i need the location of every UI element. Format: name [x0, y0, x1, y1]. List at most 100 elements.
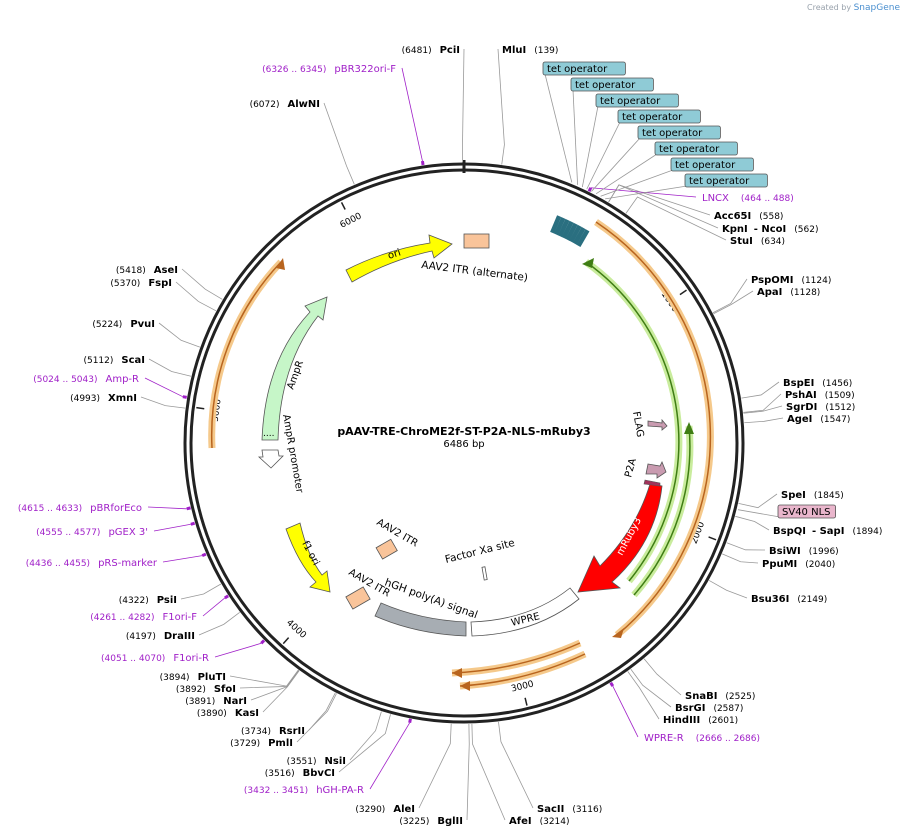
site-coord: (3894) — [160, 673, 190, 683]
site-label-fspi[interactable]: (5370)FspI — [110, 278, 172, 289]
site-label-pcii[interactable]: (6481)PciI — [402, 45, 460, 56]
primer-label-lncx[interactable]: LNCX(464 .. 488) — [702, 193, 794, 204]
site-label-psii[interactable]: (4322)PsiI — [119, 595, 177, 606]
site-label-pshai[interactable]: PshAI(1509) — [785, 390, 855, 401]
primer-label-pgex-3[interactable]: (4555 .. 4577)pGEX 3' — [36, 527, 148, 538]
site-name: BspEI — [783, 378, 814, 389]
site-label-bsiwi[interactable]: BsiWI(1996) — [769, 546, 839, 557]
site-label-snabi[interactable]: SnaBI(2525) — [685, 691, 755, 702]
site-label-bspei[interactable]: BspEI(1456) — [783, 378, 852, 389]
site-label-xmni[interactable]: (4993)XmnI — [70, 393, 137, 404]
site-label-scai[interactable]: (5112)ScaI — [83, 355, 145, 366]
restriction-sites: (6481)PciI MluI(139) Acc65I(558) KpnI- NcoI… — [70, 45, 882, 827]
primer-label-hgh-pa-r[interactable]: (3432 .. 3451)hGH-PA-R — [244, 785, 364, 796]
primer-label-prs-marker[interactable]: (4436 .. 4455)pRS-marker — [26, 558, 158, 569]
site-label-sgrdi[interactable]: SgrDI(1512) — [786, 402, 855, 413]
site-label-bsu36i[interactable]: Bsu36I(2149) — [751, 594, 827, 605]
site-leader-pspomi — [712, 278, 748, 314]
primer-leader-f1ori-r — [214, 642, 262, 658]
site-label-rsrii[interactable]: (3734)RsrII — [241, 726, 305, 737]
site-label-apai[interactable]: ApaI(1128) — [757, 287, 820, 298]
primer-label-f1ori-f[interactable]: (4261 .. 4282)F1ori-F — [90, 612, 197, 623]
orf-arc-right-outer-core — [595, 221, 712, 636]
primer-label-pbrforeco[interactable]: (4615 .. 4633)pBRforEco — [18, 503, 142, 514]
tet-operator-bar — [572, 226, 586, 245]
boxed-label-sv40-nls[interactable]: SV40 NLS — [782, 507, 831, 518]
boxed-label-tet-operator[interactable]: tet operator — [575, 80, 636, 91]
site-label-nari[interactable]: (3891)NarI — [185, 696, 247, 707]
boxed-label-tet-operator[interactable]: tet operator — [659, 144, 720, 155]
feature-hgh-polya: hGH poly(A) signal — [374, 577, 479, 637]
site-label-agei[interactable]: AgeI(1547) — [787, 414, 850, 425]
site-label-hindiii[interactable]: HindIII(2601) — [663, 715, 738, 726]
primer-range: (4436 .. 4455) — [26, 559, 90, 569]
site-label-pluti[interactable]: (3894)PluTI — [160, 672, 226, 683]
primer-name: Amp-R — [106, 374, 140, 385]
site-name: PspOMI — [751, 275, 793, 286]
site-label-kpni[interactable]: KpnI- NcoI(562) — [722, 224, 818, 235]
primer-leader-amp-r — [144, 377, 183, 398]
site-leader-kpni — [608, 184, 719, 229]
boxed-label-tet-operator[interactable]: tet operator — [675, 160, 736, 171]
site-leader-bspei — [741, 381, 780, 399]
primer-label-amp-r[interactable]: (5024 .. 5043)Amp-R — [33, 374, 139, 385]
site-name: PsiI — [157, 595, 177, 606]
site-label-kasi[interactable]: (3890)KasI — [197, 708, 259, 719]
site-label-mlui[interactable]: MluI(139) — [502, 45, 558, 56]
site-label-alwni[interactable]: (6072)AlwNI — [250, 99, 320, 110]
boxed-label-tet-operator[interactable]: tet operator — [622, 112, 683, 123]
site-label-spei[interactable]: SpeI(1845) — [781, 490, 844, 501]
primer-label-pbr322ori-f[interactable]: (6326 .. 6345)pBR322ori-F — [262, 64, 396, 75]
site-label-bspqi[interactable]: BspQI- SapI(1894) — [773, 526, 882, 537]
site-label-sfoi[interactable]: (3892)SfoI — [176, 684, 236, 695]
site-label-bbvci[interactable]: (3516)BbvCI — [265, 768, 335, 779]
primer-mark-wpre-r — [609, 681, 615, 687]
primer-mark-pgex-3 — [190, 521, 196, 526]
site-label-pspomi[interactable]: PspOMI (1124) — [751, 275, 831, 286]
site-label-nsii[interactable]: (3551)NsiI — [287, 756, 346, 767]
site-coord: (1996) — [809, 547, 839, 557]
boxed-label-tet-operator[interactable]: tet operator — [600, 96, 661, 107]
primer-label-f1ori-r[interactable]: (4051 .. 4070)F1ori-R — [101, 653, 209, 664]
boxed-label-tet-operator[interactable]: tet operator — [642, 128, 703, 139]
site-label-alei[interactable]: (3290)AleI — [355, 804, 415, 815]
site-label-pvui[interactable]: (5224)PvuI — [92, 319, 155, 330]
primer-name: F1ori-R — [173, 653, 209, 664]
site-label-ppumi[interactable]: PpuMI(2040) — [762, 559, 835, 570]
site-name: SpeI — [781, 490, 806, 501]
site-name: KasI — [235, 708, 259, 719]
site-label-stui[interactable]: StuI(634) — [730, 236, 785, 247]
site-label-acc65i[interactable]: Acc65I(558) — [714, 211, 783, 222]
feature-wpre: WPRE — [470, 587, 580, 637]
boxed-bg-sv40-nls — [777, 504, 836, 519]
site-coord: (1124) — [801, 276, 831, 286]
site-label-pmli[interactable]: (3729)PmlI — [230, 738, 293, 749]
cds-arrowhead-short — [684, 422, 694, 434]
feature-ori: ori — [345, 234, 453, 283]
site-leader-stui — [625, 196, 727, 241]
site-leader-nsii — [349, 711, 382, 761]
primer-mark-hgh-pa-r — [408, 718, 412, 724]
primer-mark-pbr322ori-f — [420, 160, 425, 166]
site-coord: (5224) — [92, 320, 122, 330]
site-leader-alei — [418, 723, 452, 809]
site-leader-acc65i — [608, 184, 711, 216]
primer-mark-pbrforeco — [186, 506, 191, 511]
primer-label-wpre-r[interactable]: WPRE-R(2666 .. 2686) — [644, 733, 760, 744]
site-label-asei[interactable]: (5418)AseI — [116, 265, 178, 276]
site-coord: (3892) — [176, 685, 206, 695]
site-label-sacii[interactable]: SacII(3116) — [537, 804, 602, 815]
tick-1000 — [679, 289, 687, 296]
site-label-bsrgi[interactable]: BsrGI(2587) — [675, 703, 743, 714]
boxed-leader-tet-operator — [595, 153, 658, 195]
boxed-label-tet-operator[interactable]: tet operator — [547, 64, 608, 75]
boxed-leader-tet-operator — [586, 121, 621, 190]
orf-arrowhead-left — [276, 258, 285, 270]
site-label-bglii[interactable]: (3225)BglII — [399, 816, 463, 827]
site-coord: (6481) — [402, 46, 432, 56]
site-label-draiii[interactable]: (4197)DraIII — [126, 631, 195, 642]
site-leader-bspqi — [735, 515, 770, 531]
site-name: SacII — [537, 804, 564, 815]
boxed-label-tet-operator[interactable]: tet operator — [689, 176, 750, 187]
site-label-afei[interactable]: AfeI(3214) — [509, 816, 570, 827]
